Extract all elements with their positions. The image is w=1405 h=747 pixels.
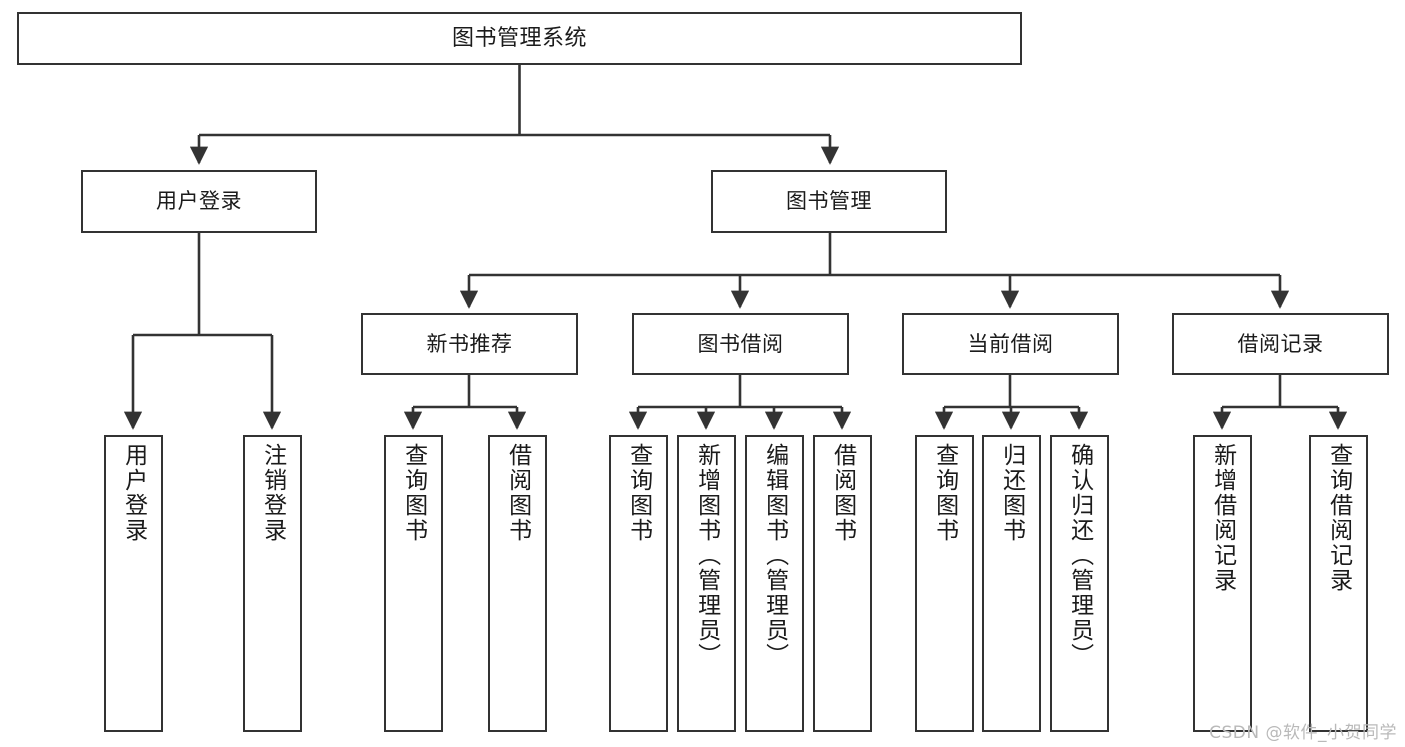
node-label: 编辑图书（管理员） — [761, 443, 788, 668]
node-label: 确认归还（管理员） — [1066, 443, 1093, 668]
leaf-user-login-logout[interactable]: 注销登录 — [243, 435, 302, 732]
node-user-login[interactable]: 用户登录 — [81, 170, 317, 233]
leaf-user-login-login[interactable]: 用户登录 — [104, 435, 163, 732]
leaf-book-borrow-query[interactable]: 查询图书 — [609, 435, 668, 732]
leaf-new-book-borrow[interactable]: 借阅图书 — [488, 435, 547, 732]
node-label: 用户登录 — [120, 443, 147, 543]
csdn-watermark: CSDN @软件_小贺同学 — [1209, 723, 1397, 743]
node-label: 图书管理系统 — [451, 25, 587, 51]
node-label: 查询借阅记录 — [1325, 443, 1352, 593]
node-label: 用户登录 — [156, 189, 242, 214]
node-label: 图书管理 — [786, 189, 872, 214]
node-new-book-recommend[interactable]: 新书推荐 — [361, 313, 578, 375]
node-book-management[interactable]: 图书管理 — [711, 170, 947, 233]
leaf-new-book-query[interactable]: 查询图书 — [384, 435, 443, 732]
node-borrow-record[interactable]: 借阅记录 — [1172, 313, 1389, 375]
node-label: 当前借阅 — [967, 331, 1054, 356]
node-label: 查询图书 — [931, 443, 958, 543]
node-label: 图书借阅 — [697, 331, 784, 356]
leaf-book-borrow-add-admin[interactable]: 新增图书（管理员） — [677, 435, 736, 732]
node-label: 借阅图书 — [829, 443, 856, 543]
leaf-borrow-record-query[interactable]: 查询借阅记录 — [1309, 435, 1368, 732]
node-book-borrow[interactable]: 图书借阅 — [632, 313, 849, 375]
node-current-borrow[interactable]: 当前借阅 — [902, 313, 1119, 375]
node-label: 新增图书（管理员） — [693, 443, 720, 668]
leaf-book-borrow-edit-admin[interactable]: 编辑图书（管理员） — [745, 435, 804, 732]
node-label: 查询图书 — [625, 443, 652, 543]
leaf-current-borrow-return[interactable]: 归还图书 — [982, 435, 1041, 732]
leaf-current-borrow-query[interactable]: 查询图书 — [915, 435, 974, 732]
leaf-book-borrow-borrow[interactable]: 借阅图书 — [813, 435, 872, 732]
node-label: 借阅图书 — [504, 443, 531, 543]
node-label: 查询图书 — [400, 443, 427, 543]
node-root-system[interactable]: 图书管理系统 — [17, 12, 1022, 65]
node-label: 借阅记录 — [1237, 331, 1324, 356]
leaf-borrow-record-add[interactable]: 新增借阅记录 — [1193, 435, 1252, 732]
node-label: 归还图书 — [998, 443, 1025, 543]
node-label: 注销登录 — [259, 443, 286, 543]
node-label: 新增借阅记录 — [1209, 443, 1236, 593]
node-label: 新书推荐 — [426, 331, 513, 356]
leaf-current-borrow-confirm-admin[interactable]: 确认归还（管理员） — [1050, 435, 1109, 732]
